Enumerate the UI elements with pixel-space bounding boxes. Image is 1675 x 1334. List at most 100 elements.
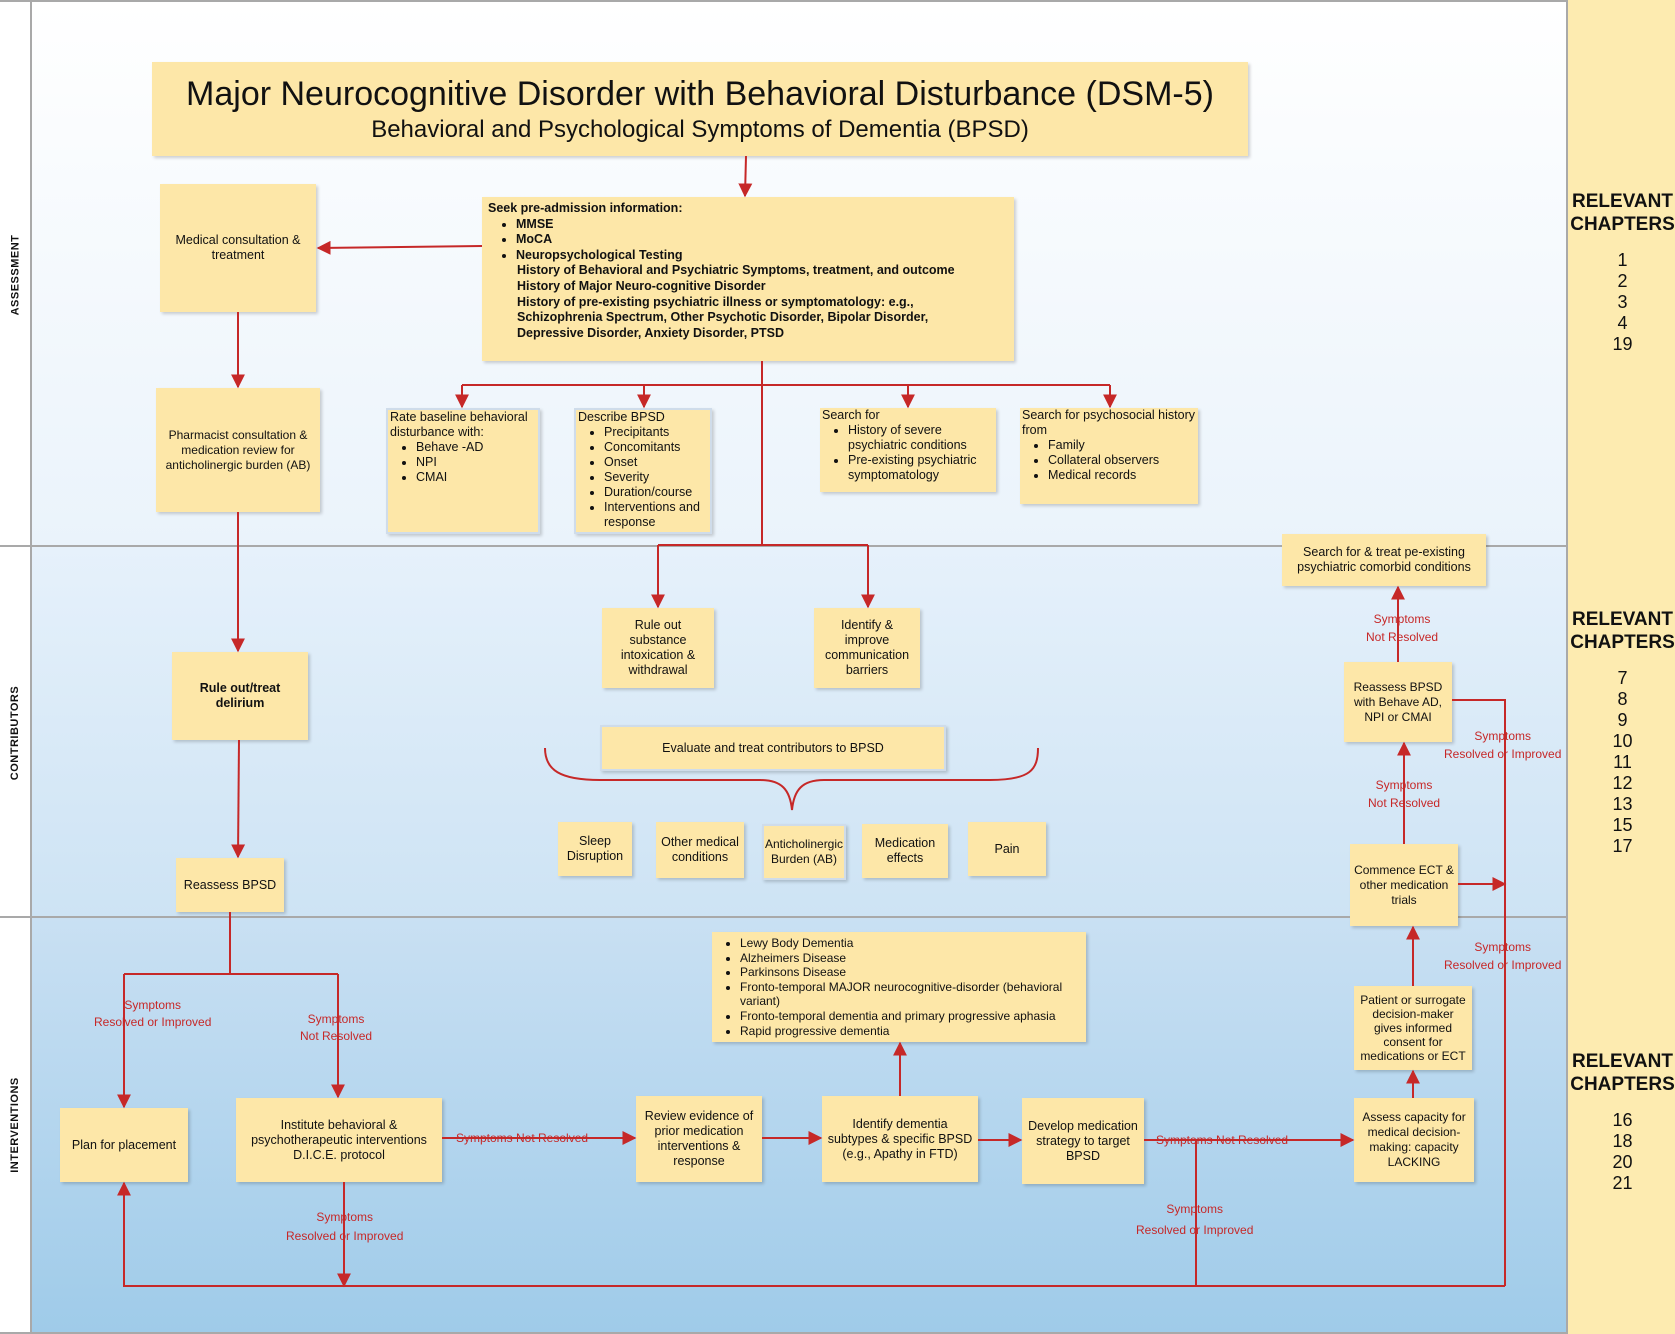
list-item: NPI: [416, 455, 536, 470]
list-item: Precipitants: [604, 425, 708, 440]
list-item: Pre-existing psychiatric symptomatology: [848, 453, 994, 483]
review-evidence-box: Review evidence of prior medication inte…: [636, 1096, 762, 1182]
chapter-number: 15: [1612, 815, 1633, 835]
list-item: Interventions and response: [604, 500, 708, 530]
preadmission-heading: Seek pre-admission information:: [488, 201, 683, 215]
history-line: History of Behavioral and Psychiatric Sy…: [517, 263, 955, 278]
assess-capacity-box: Assess capacity for medical decision-mak…: [1354, 1098, 1474, 1182]
institute-behavioral-text: Institute behavioral & psychotherapeutic…: [251, 1117, 427, 1162]
chapter-number: 9: [1617, 710, 1628, 730]
list-item: CMAI: [416, 470, 536, 485]
chapter-number: 17: [1612, 836, 1633, 856]
chapter-number: 12: [1612, 773, 1633, 793]
identify-communication-box: Identify & improve communication barrier…: [814, 608, 920, 688]
chapter-number: 16: [1612, 1110, 1633, 1130]
chapter-number: 11: [1613, 752, 1632, 772]
review-evidence-text: Review evidence of prior medication inte…: [644, 1109, 754, 1168]
title-box: Major Neurocognitive Disorder with Behav…: [152, 62, 1248, 156]
list-item: Onset: [604, 455, 708, 470]
factor-label: Pain: [994, 841, 1020, 856]
chapters-heading: RELEVANT: [1572, 609, 1673, 630]
search-treat-comorbid-text: Search for & treat pe-existing psychiatr…: [1297, 545, 1471, 574]
chapter-number: 2: [1617, 271, 1628, 291]
factor-label: Sleep Disruption: [566, 834, 624, 863]
rule-out-substance-text: Rule out substance intoxication & withdr…: [620, 618, 696, 677]
describe-bpsd-list: PrecipitantsConcomitantsOnsetSeverityDur…: [578, 425, 708, 530]
reassess-bpsd-text: Reassess BPSD: [183, 877, 277, 892]
list-item: Family: [1048, 438, 1196, 453]
list-item: Concomitants: [604, 440, 708, 455]
chapter-number: 8: [1617, 689, 1628, 709]
list-item: Medical records: [1048, 468, 1196, 483]
informed-consent-text: Patient or surrogate decision-maker give…: [1360, 993, 1466, 1063]
label-not-resolved-capacity: Symptoms Not Resolved: [1156, 1133, 1289, 1147]
develop-strategy-box: Develop medication strategy to target BP…: [1022, 1098, 1144, 1184]
search-psychosocial-box: Search for psychosocial history from Fam…: [1020, 408, 1198, 504]
chapter-number: 18: [1612, 1131, 1633, 1151]
search-psychosocial-heading: Search for psychosocial history from: [1022, 408, 1195, 437]
preadmission-bullets: MMSEMoCANeuropsychological Testing: [488, 217, 955, 264]
identify-communication-text: Identify & improve communication barrier…: [824, 618, 910, 677]
list-item: Parkinsons Disease: [740, 965, 1084, 980]
search-treat-comorbid-box: Search for & treat pe-existing psychiatr…: [1282, 534, 1486, 586]
chapters-heading: CHAPTERS: [1570, 632, 1675, 653]
factor-other-medical: Other medical conditions: [656, 822, 744, 878]
list-item: Neuropsychological Testing: [516, 248, 955, 264]
reassess-behave-box: Reassess BPSD with Behave AD, NPI or CMA…: [1344, 662, 1452, 742]
plan-placement-text: Plan for placement: [71, 1137, 177, 1152]
chapter-number: 4: [1617, 313, 1628, 333]
history-line: Schizophrenia Spectrum, Other Psychotic …: [517, 310, 929, 325]
list-item: Fronto-temporal MAJOR neurocognitive-dis…: [740, 980, 1084, 1009]
chapter-number: 21: [1612, 1173, 1633, 1193]
commence-ect-box: Commence ECT & other medication trials: [1350, 844, 1458, 926]
lane-contributors-label: CONTRIBUTORS: [0, 547, 32, 918]
factor-label: Medication effects: [874, 836, 936, 865]
list-item: Behave -AD: [416, 440, 536, 455]
chapter-number: 3: [1617, 292, 1628, 312]
preadmission-history-lines: History of Behavioral and Psychiatric Sy…: [488, 263, 955, 341]
history-line: History of Major Neuro-cognitive Disorde…: [517, 278, 766, 293]
list-item: Collateral observers: [1048, 453, 1196, 468]
plan-placement-box: Plan for placement: [60, 1108, 188, 1182]
evaluate-contributors-text: Evaluate and treat contributors to BPSD: [662, 740, 884, 755]
list-item: Fronto-temporal dementia and primary pro…: [740, 1009, 1084, 1024]
factor-anticholinergic-burden: Anticholinergic Burden (AB): [762, 824, 846, 880]
list-item: MMSE: [516, 217, 955, 233]
commence-ect-text: Commence ECT & other medication trials: [1354, 862, 1454, 907]
factor-label: Anticholinergic Burden (AB): [764, 837, 844, 866]
history-line: Depressive Disorder, Anxiety Disorder, P…: [517, 325, 785, 340]
factor-medication-effects: Medication effects: [862, 824, 948, 878]
lane-assessment-label: ASSESSMENT: [0, 2, 32, 547]
medical-consultation-box: Medical consultation & treatment: [160, 184, 316, 312]
institute-behavioral-box: Institute behavioral & psychotherapeutic…: [236, 1098, 442, 1182]
list-item: MoCA: [516, 232, 955, 248]
rate-baseline-box: Rate baseline behavioral disturbance wit…: [386, 408, 540, 534]
rule-out-delirium-text: Rule out/treat delirium: [199, 681, 281, 710]
history-line: History of pre-existing psychiatric illn…: [517, 294, 914, 309]
describe-bpsd-heading: Describe BPSD: [578, 410, 665, 424]
evaluate-contributors-box: Evaluate and treat contributors to BPSD: [600, 725, 946, 771]
chapter-number: 10: [1612, 731, 1633, 751]
dementia-subtypes-box: Lewy Body DementiaAlzheimers DiseasePark…: [712, 932, 1086, 1042]
list-item: Rapid progressive dementia: [740, 1024, 1084, 1039]
pharmacist-consultation-box: Pharmacist consultation & medication rev…: [156, 388, 320, 512]
chapters-heading: CHAPTERS: [1570, 1074, 1675, 1095]
describe-bpsd-box: Describe BPSD PrecipitantsConcomitantsOn…: [574, 408, 712, 534]
factor-sleep-disruption: Sleep Disruption: [558, 822, 632, 876]
lane-interventions-label: INTERVENTIONS: [0, 918, 32, 1332]
list-item: Severity: [604, 470, 708, 485]
chapters-heading: RELEVANT: [1572, 1051, 1673, 1072]
informed-consent-box: Patient or surrogate decision-maker give…: [1354, 986, 1472, 1070]
list-item: Duration/course: [604, 485, 708, 500]
